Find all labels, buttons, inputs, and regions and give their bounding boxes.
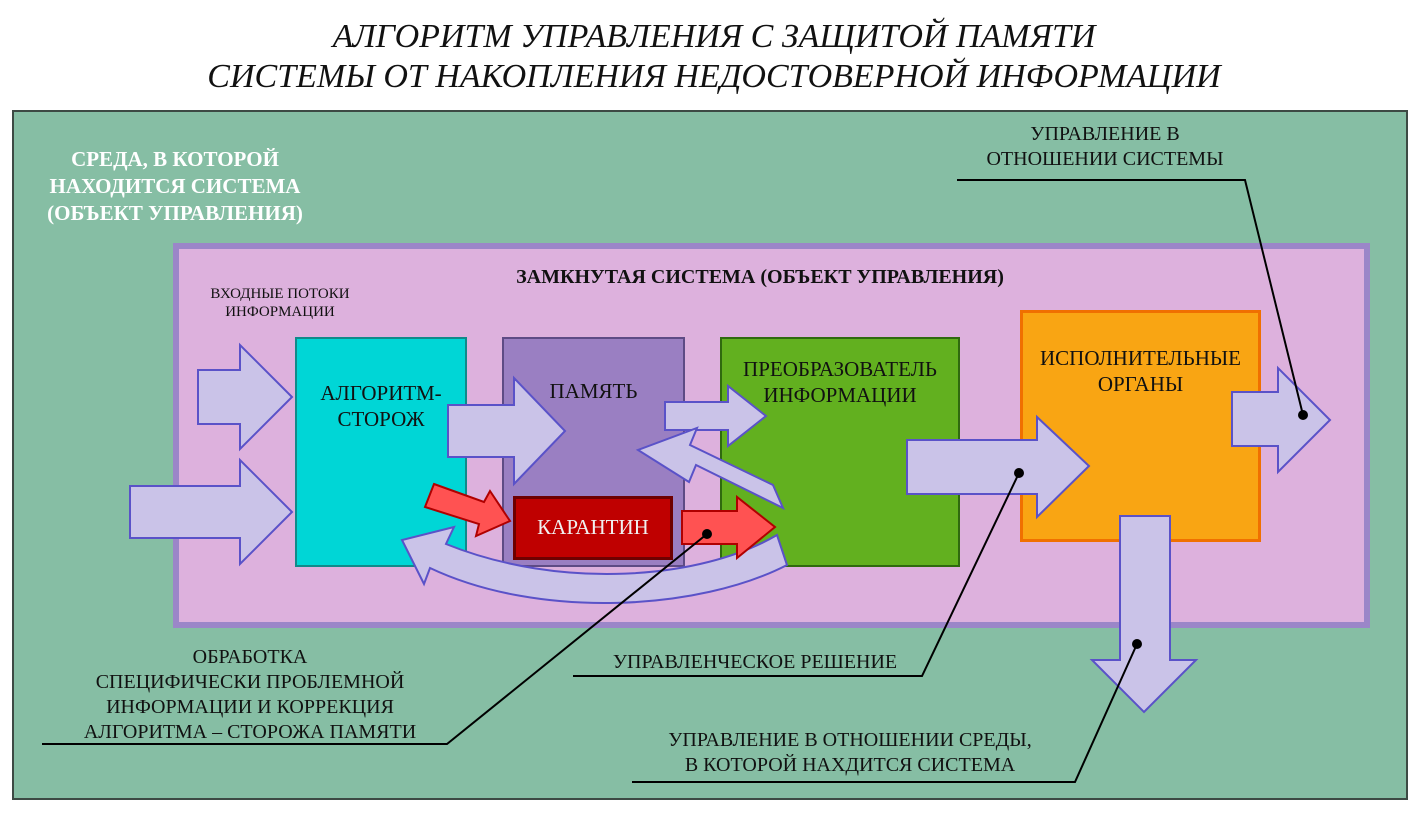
system-control-leader-dot [1298,410,1308,420]
executive-organs-label-line: ОРГАНЫ [1097,372,1184,396]
information-converter-label: ПРЕОБРАЗОВАТЕЛЬ ИНФОРМАЦИИ [720,356,960,408]
quarantine-block [513,496,673,560]
environment-label: СРЕДА, В КОТОРОЙ НАХОДИТСЯ СИСТЕМА (ОБЪЕ… [30,146,320,227]
converter-to-executors-arrow [906,414,1091,520]
guard-to-memory-arrow [447,375,567,487]
processing-annotation-line: ИНФОРМАЦИИ И КОРРЕКЦИЯ [106,696,394,718]
decision-annotation: УПРАВЛЕНЧЕСКОЕ РЕШЕНИЕ [612,651,898,673]
input-arrow-upper [197,342,294,452]
processing-leader-dot [702,529,712,539]
guard-algorithm-block [295,337,467,567]
input-flows-label-line: ВХОДНЫЕ ПОТОКИ [210,286,350,302]
quarantine-to-converter-arrow [681,494,777,561]
environment-control-annotation-line: В КОТОРОЙ НАХДИТСЯ СИСТЕМА [684,754,1016,776]
processing-annotation-line: ОБРАБОТКА [192,646,308,668]
guard-to-quarantine-arrow [423,482,512,538]
input-arrow-lower [129,457,294,567]
environment-label-line: СРЕДА, В КОТОРОЙ [71,147,279,171]
processing-annotation-line: СПЕЦИФИЧЕСКИ ПРОБЛЕМНОЙ [95,671,405,693]
system-title: ЗАМКНУТАЯ СИСТЕМА (ОБЪЕКТ УПРАВЛЕНИЯ) [516,266,1004,288]
executive-organs-label: ИСПОЛНИТЕЛЬНЫЕ ОРГАНЫ [1020,345,1261,397]
decision-leader-dot [1014,468,1024,478]
executive-organs-block [1020,310,1261,542]
processing-leader-line [42,533,708,745]
converter-to-memory-arrow [635,426,786,511]
system-control-annotation-line: ОТНОШЕНИИ СИСТЕМЫ [986,148,1224,170]
processing-annotation: ОБРАБОТКА СПЕЦИФИЧЕСКИ ПРОБЛЕМНОЙ ИНФОРМ… [40,645,460,745]
executive-organs-label-line: ИСПОЛНИТЕЛЬНЫЕ [1039,346,1242,370]
decision-leader-line [573,472,1020,677]
environment-control-annotation: УПРАВЛЕНИЕ В ОТНОШЕНИИ СРЕДЫ, В КОТОРОЙ … [630,728,1070,778]
guard-algorithm-label-line: АЛГОРИТМ- [320,381,442,405]
env-control-leader-dot [1132,639,1142,649]
environment-label-line: НАХОДИТСЯ СИСТЕМА [49,174,301,198]
feedback-curved-arrow [400,525,789,604]
information-converter-label-line: ПРЕОБРАЗОВАТЕЛЬ [743,357,937,381]
input-flows-label-line: ИНФОРМАЦИИ [225,304,335,320]
system-control-annotation: УПРАВЛЕНИЕ В ОТНОШЕНИИ СИСТЕМЫ [985,122,1225,172]
guard-algorithm-label-line: СТОРОЖ [337,407,425,431]
environment-control-arrow [1089,515,1199,714]
quarantine-label: КАРАНТИН [537,515,649,539]
system-control-leader-line [957,179,1304,416]
memory-label: ПАМЯТЬ [549,379,638,403]
diagram-title-line-2: СИСТЕМЫ ОТ НАКОПЛЕНИЯ НЕДОСТОВЕРНОЙ ИНФО… [207,58,1221,95]
information-converter-label-line: ИНФОРМАЦИИ [763,383,917,407]
diagram-title-line-1: АЛГОРИТМ УПРАВЛЕНИЯ С ЗАЩИТОЙ ПАМЯТИ [332,18,1096,55]
processing-annotation-line: АЛГОРИТМА – СТОРОЖА ПАМЯТИ [83,721,417,743]
system-control-annotation-line: УПРАВЛЕНИЕ В [1030,123,1180,145]
environment-control-annotation-line: УПРАВЛЕНИЕ В ОТНОШЕНИИ СРЕДЫ, [668,729,1032,751]
memory-to-converter-arrow [664,383,768,449]
env-control-leader-line [632,643,1138,783]
guard-algorithm-label: АЛГОРИТМ- СТОРОЖ [295,380,467,432]
input-flows-label: ВХОДНЫЕ ПОТОКИ ИНФОРМАЦИИ [180,285,380,321]
environment-label-line: (ОБЪЕКТ УПРАВЛЕНИЯ) [47,201,303,225]
system-control-arrow [1231,365,1332,475]
